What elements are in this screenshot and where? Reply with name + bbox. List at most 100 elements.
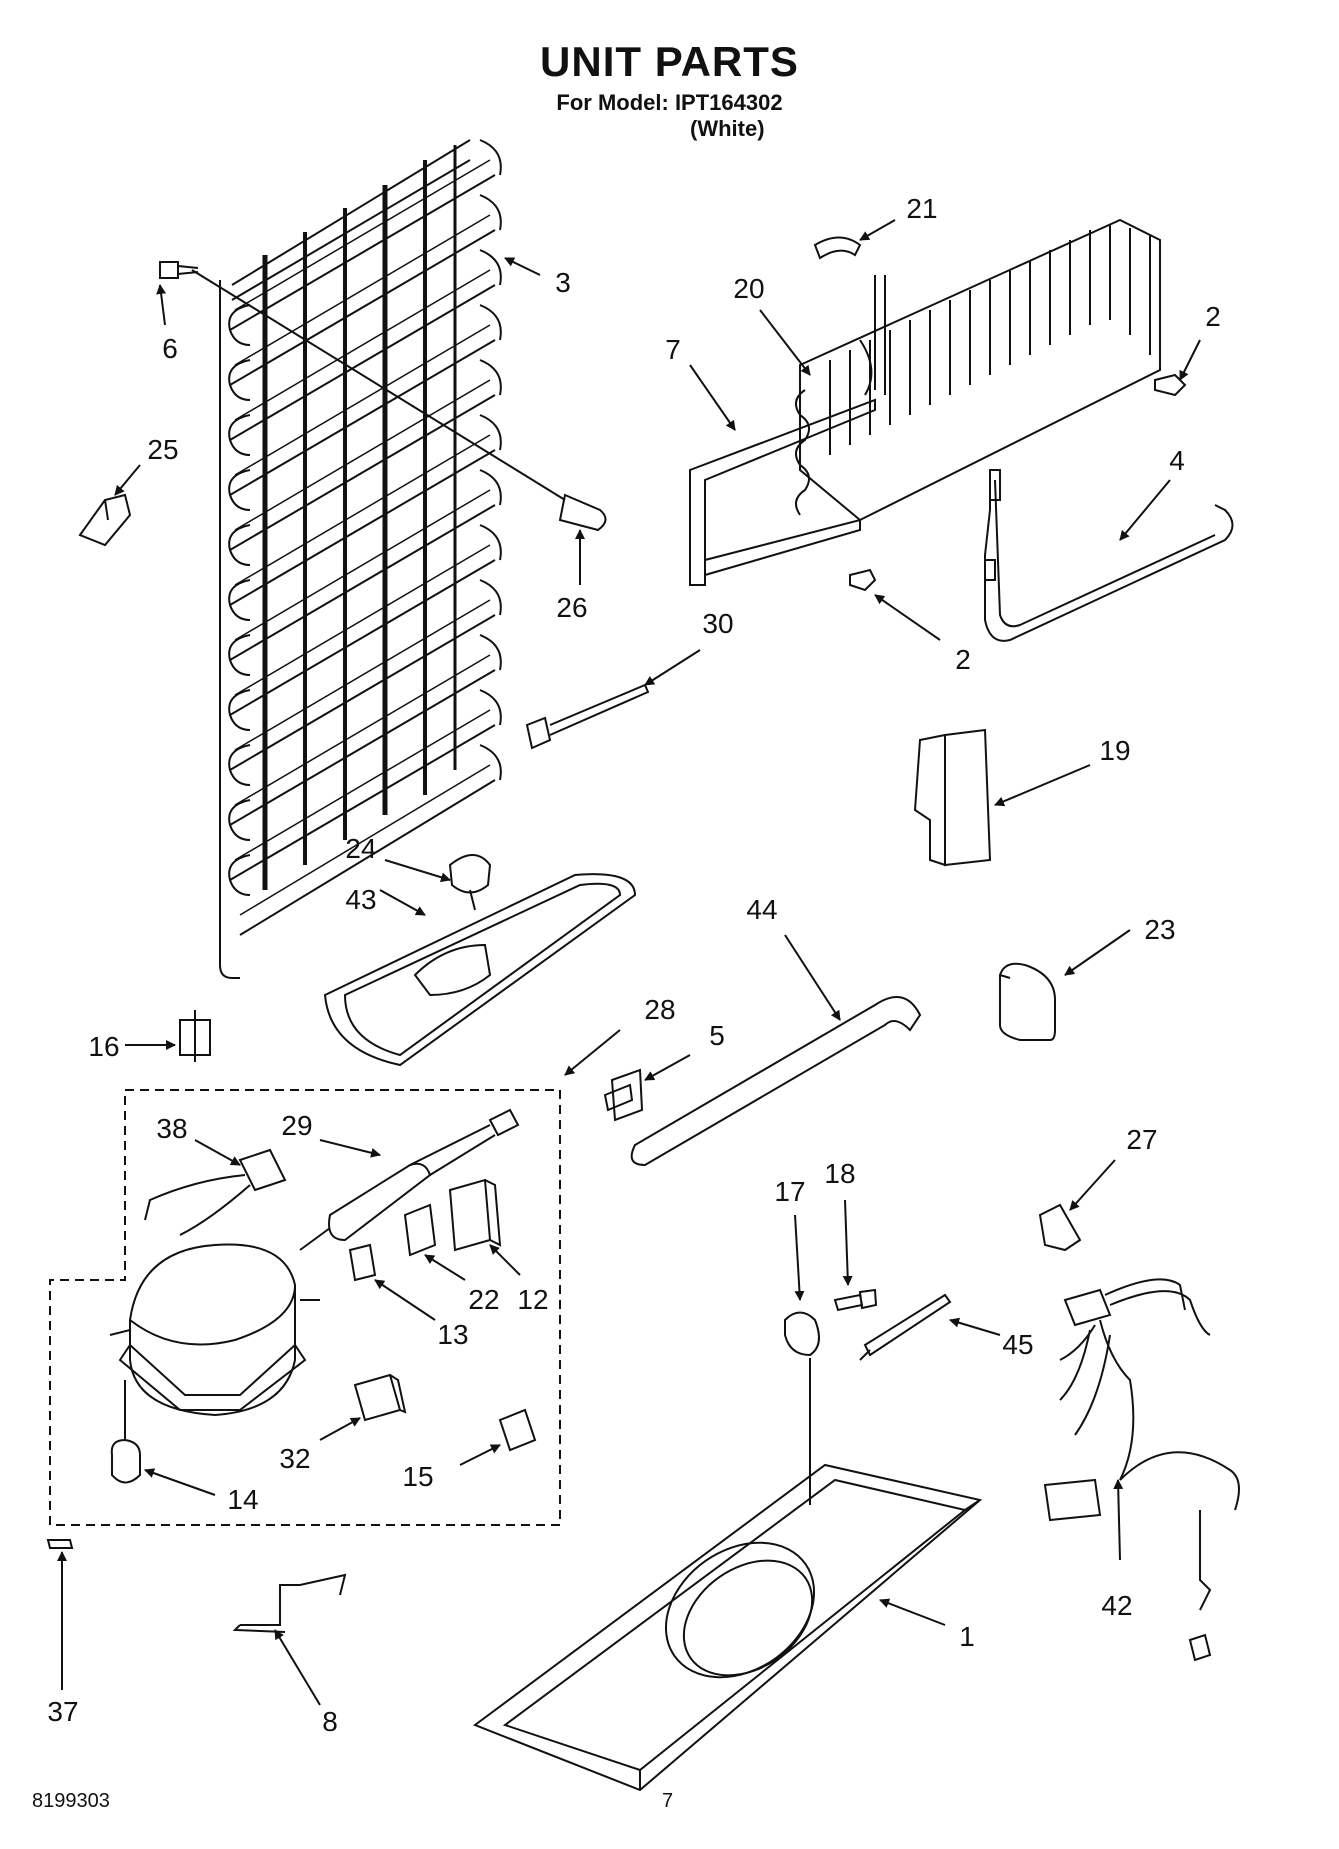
leader-2b bbox=[874, 594, 941, 641]
clip-part-13 bbox=[348, 1243, 377, 1282]
wire-harness-part-42 bbox=[1043, 1278, 1240, 1662]
leader-25 bbox=[114, 464, 141, 496]
condenser-coil-part bbox=[219, 139, 502, 979]
callout-44: 44 bbox=[746, 894, 778, 925]
callout-45: 45 bbox=[1002, 1329, 1034, 1360]
callout-42: 42 bbox=[1101, 1590, 1133, 1621]
defrost-heater-part-4 bbox=[984, 469, 1234, 642]
compressor bbox=[109, 1243, 320, 1417]
callout-6: 6 bbox=[162, 333, 178, 364]
wire-harness-part-38 bbox=[144, 1148, 287, 1236]
callout-21: 21 bbox=[906, 193, 938, 224]
bracket-part-27 bbox=[1038, 1203, 1082, 1252]
leader-12 bbox=[489, 1244, 521, 1276]
leader-38 bbox=[194, 1139, 241, 1166]
clip-part-37 bbox=[46, 1539, 74, 1549]
grommet-part-5 bbox=[603, 1068, 644, 1122]
model-line: For Model: IPT164302 bbox=[556, 90, 783, 115]
leader-18 bbox=[842, 1199, 853, 1286]
leader-13 bbox=[374, 1279, 436, 1321]
callout-16: 16 bbox=[88, 1031, 120, 1062]
callout-15: 15 bbox=[402, 1461, 434, 1492]
leader-6 bbox=[156, 284, 167, 326]
leader-5 bbox=[644, 1054, 691, 1081]
relay-part-22 bbox=[403, 1203, 437, 1257]
leader-4 bbox=[1119, 479, 1171, 541]
callout-38: 38 bbox=[156, 1113, 188, 1144]
callout-29: 29 bbox=[281, 1110, 313, 1141]
axle-part-45 bbox=[859, 1293, 952, 1361]
callout-5: 5 bbox=[709, 1020, 725, 1051]
callout-18: 18 bbox=[824, 1158, 856, 1189]
drain-tube-part-44 bbox=[630, 996, 922, 1167]
compressor-assembly-boundary bbox=[49, 1089, 561, 1526]
page-number: 7 bbox=[662, 1790, 674, 1812]
model-variant: (White) bbox=[690, 116, 765, 141]
leader-27 bbox=[1069, 1159, 1116, 1211]
callout-2a: 2 bbox=[1205, 301, 1221, 332]
page-title: UNIT PARTS bbox=[540, 38, 799, 85]
callout-3: 3 bbox=[555, 267, 571, 298]
leader-32 bbox=[319, 1417, 361, 1441]
leader-2a bbox=[1179, 339, 1201, 381]
insulation-part-19 bbox=[913, 728, 992, 867]
leader-43 bbox=[379, 889, 426, 916]
evaporator-part bbox=[689, 218, 1161, 586]
clip-part-21 bbox=[813, 236, 862, 260]
roller-part-17 bbox=[784, 1311, 820, 1505]
capacitor-part-32 bbox=[353, 1373, 407, 1422]
leader-21 bbox=[859, 219, 896, 241]
callout-28: 28 bbox=[644, 994, 676, 1025]
callout-22: 22 bbox=[468, 1284, 500, 1315]
leader-22 bbox=[424, 1254, 466, 1281]
drain-pan-part-43 bbox=[323, 873, 637, 1067]
leader-7 bbox=[689, 364, 736, 431]
leader-15 bbox=[459, 1444, 501, 1466]
leader-29 bbox=[319, 1139, 381, 1158]
bracket-part-25 bbox=[78, 493, 132, 547]
callout-14: 14 bbox=[227, 1484, 259, 1515]
leader-44 bbox=[784, 934, 841, 1021]
leader-1 bbox=[879, 1598, 946, 1626]
callout-43: 43 bbox=[345, 884, 377, 915]
leader-30 bbox=[644, 649, 701, 686]
clip-part-16 bbox=[179, 1010, 211, 1062]
leader-3 bbox=[504, 257, 541, 276]
leader-8 bbox=[274, 1629, 321, 1706]
pin-part-18 bbox=[833, 1288, 878, 1312]
filter-drier-part-29 bbox=[299, 1108, 520, 1251]
callout-13: 13 bbox=[437, 1319, 469, 1350]
leader-14 bbox=[144, 1468, 216, 1496]
screw-part-2a bbox=[1154, 373, 1187, 397]
callout-24: 24 bbox=[345, 833, 377, 864]
screw-part-2b bbox=[849, 568, 877, 592]
nut-part-24 bbox=[448, 854, 492, 911]
terminal-part-15 bbox=[498, 1408, 537, 1452]
callout-19: 19 bbox=[1099, 735, 1131, 766]
callout-32: 32 bbox=[279, 1443, 311, 1474]
grommet-part-14 bbox=[110, 1380, 141, 1484]
leader-17 bbox=[794, 1214, 805, 1301]
callout-23: 23 bbox=[1144, 914, 1176, 945]
callout-30: 30 bbox=[702, 608, 734, 639]
cable-tie-part-30 bbox=[525, 683, 650, 750]
callout-8: 8 bbox=[322, 1706, 338, 1737]
leader-20 bbox=[759, 309, 811, 376]
insulation-part-23 bbox=[999, 962, 1056, 1041]
callout-7: 7 bbox=[665, 334, 681, 365]
leader-42 bbox=[1113, 1479, 1124, 1561]
base-pan-part-1 bbox=[472, 1463, 983, 1792]
leader-28 bbox=[564, 1029, 621, 1076]
pin-part-26 bbox=[191, 269, 607, 532]
callout-2b: 2 bbox=[955, 644, 971, 675]
callout-17: 17 bbox=[774, 1176, 806, 1207]
leader-23 bbox=[1064, 929, 1131, 976]
leader-45 bbox=[949, 1317, 1001, 1336]
callout-27: 27 bbox=[1126, 1124, 1158, 1155]
callout-26: 26 bbox=[556, 592, 588, 623]
document-code: 8199303 bbox=[32, 1790, 110, 1812]
callout-37: 37 bbox=[47, 1696, 79, 1727]
callout-12: 12 bbox=[517, 1284, 549, 1315]
leader-19 bbox=[994, 764, 1091, 807]
